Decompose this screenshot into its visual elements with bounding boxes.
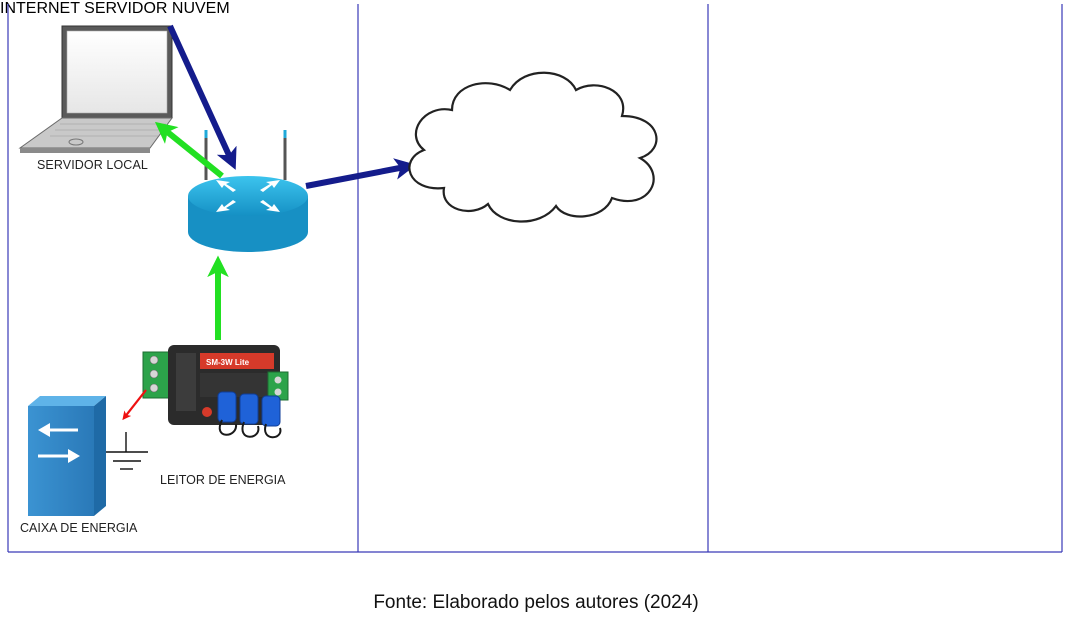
arrow-router-to-internet	[305, 158, 417, 189]
ground-icon	[106, 432, 148, 470]
router-antenna	[204, 130, 287, 180]
power-box-icon	[28, 396, 106, 516]
figure-caption: Fonte: Elaborado pelos autores (2024)	[373, 592, 699, 613]
energy-box-label: CAIXA DE ENERGIA	[20, 521, 138, 535]
arrow-laptop-to-router	[167, 24, 237, 170]
arrow-cloud-to-server-orange: SERVIDOR NUVEM Fonte: Elaborado pelos au…	[84, 0, 698, 613]
local-server-label: SERVIDOR LOCAL	[37, 158, 148, 172]
laptop-icon	[18, 25, 173, 153]
internet-label: INTERNET	[0, 0, 80, 17]
reader-device-text: SM-3W Lite	[206, 358, 250, 367]
network-diagram: SERVIDOR LOCAL SM-3W Lite	[7, 4, 1063, 553]
arrow-router-to-laptop	[154, 121, 224, 179]
energy-meter-icon: SM-3W Lite	[142, 345, 289, 439]
energy-reader-label: LEITOR DE ENERGIA	[160, 473, 286, 487]
cloud-icon	[408, 71, 658, 223]
ground-wire	[122, 389, 147, 421]
arrow-internet-to-cloud-server: SERVIDOR NUVEM Fonte: Elaborado pelos au…	[84, 0, 698, 613]
diagram-frame	[7, 4, 1063, 553]
router-icon	[188, 176, 308, 252]
cloud-server-label: SERVIDOR NUVEM	[84, 0, 230, 17]
